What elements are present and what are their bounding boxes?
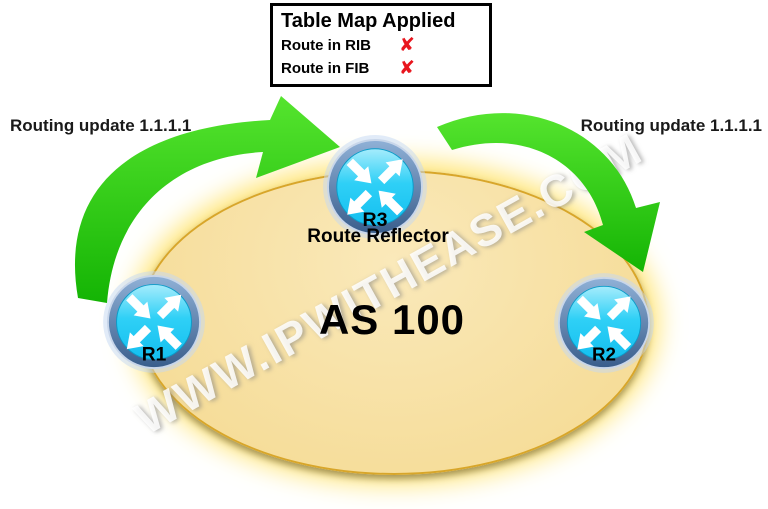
router-r3: R3 <box>323 135 427 239</box>
router-r2: R2 <box>554 273 654 373</box>
red-cross-icon: ✘ <box>399 34 415 56</box>
update-arrow-r3-to-r2 <box>437 113 660 272</box>
update-arrow-r1-to-r3 <box>74 96 340 303</box>
router-r2-label: R2 <box>592 344 616 365</box>
routing-update-label-right: Routing update 1.1.1.1 <box>580 116 762 135</box>
router-r3-label: R3 <box>362 209 387 231</box>
routing-update-label-left: Routing update 1.1.1.1 <box>10 116 192 135</box>
router-r1: R1 <box>103 271 205 373</box>
legend-row-rib-label: Route in RIB <box>281 37 371 54</box>
legend-row-fib: Route in FIB ✘ <box>281 57 483 80</box>
as-number-label: AS 100 <box>318 296 466 343</box>
route-reflector-label: Route Reflector <box>307 226 449 247</box>
red-cross-icon: ✘ <box>399 57 415 79</box>
legend-row-rib: Route in RIB ✘ <box>281 34 483 57</box>
table-map-legend: Table Map Applied Route in RIB ✘ Route i… <box>270 3 492 87</box>
legend-row-fib-label: Route in FIB <box>281 60 370 77</box>
router-r1-label: R1 <box>142 344 167 365</box>
legend-title: Table Map Applied <box>281 10 456 32</box>
